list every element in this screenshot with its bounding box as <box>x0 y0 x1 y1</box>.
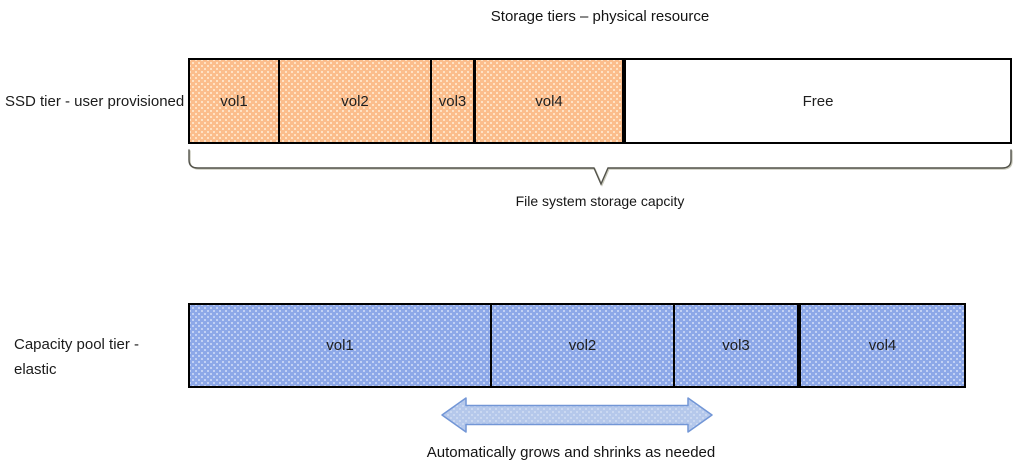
segment-vol2: vol2 <box>280 60 432 142</box>
capacity-pool-bar: vol1 vol2 vol3 vol4 <box>188 303 966 388</box>
capacity-pool-row-label: Capacity pool tier - elastic <box>14 332 194 382</box>
segment-vol3: vol3 <box>675 305 801 386</box>
segment-vol1: vol1 <box>190 60 280 142</box>
segment-label: vol4 <box>535 92 563 110</box>
file-system-capacity-label: File system storage capcity <box>515 193 685 209</box>
segment-free: Free <box>626 60 1010 142</box>
ssd-tier-bar: vol1 vol2 vol3 vol4 Free <box>188 58 1012 144</box>
segment-label: vol1 <box>220 92 248 110</box>
segment-label: vol2 <box>568 337 597 354</box>
segment-label: vol3 <box>438 92 467 110</box>
segment-label: vol2 <box>341 92 369 110</box>
segment-label: Free <box>802 92 834 110</box>
ssd-tier-row-label: SSD tier - user provisioned <box>5 93 185 110</box>
double-headed-arrow-icon <box>441 397 713 433</box>
capacity-pool-label-line1: Capacity pool tier - <box>14 336 140 353</box>
segment-vol4: vol4 <box>801 305 964 386</box>
segment-label: vol4 <box>868 337 897 354</box>
segment-label: vol3 <box>722 337 750 354</box>
double-arrow-shape <box>441 397 713 433</box>
grows-shrinks-label: Automatically grows and shrinks as neede… <box>426 444 716 461</box>
capacity-brace <box>188 149 1012 186</box>
brace-path <box>188 149 1012 186</box>
segment-label: vol1 <box>326 337 354 354</box>
segment-vol2: vol2 <box>492 305 675 386</box>
capacity-pool-label-line2: elastic <box>14 361 57 378</box>
segment-vol3: vol3 <box>432 60 476 142</box>
segment-vol4: vol4 <box>476 60 626 142</box>
segment-vol1: vol1 <box>190 305 492 386</box>
diagram-title: Storage tiers – physical resource <box>490 8 710 25</box>
